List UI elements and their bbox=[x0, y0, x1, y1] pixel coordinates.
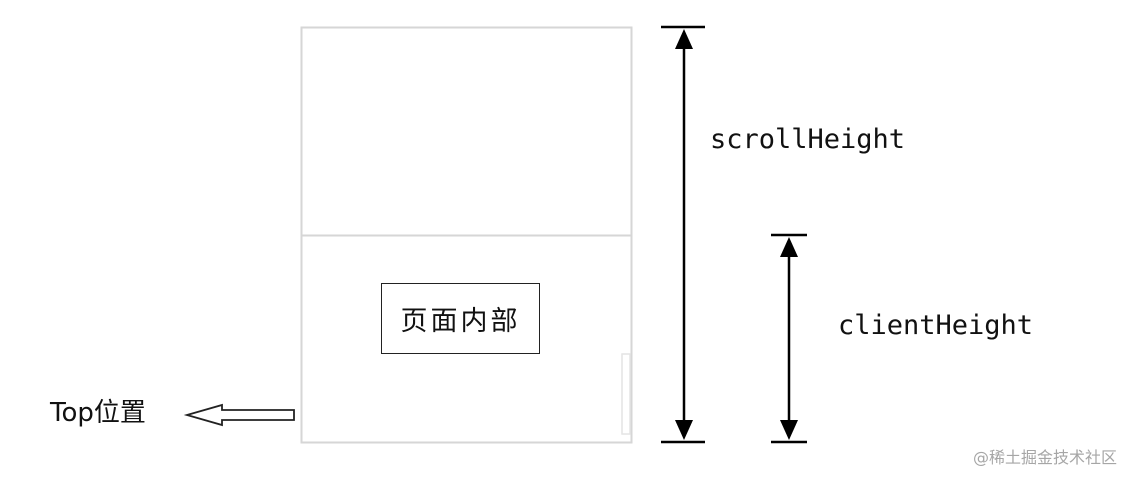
client-height-arrow bbox=[771, 233, 807, 444]
watermark: @稀土掘金技术社区 bbox=[972, 448, 1117, 467]
scroll-height-arrow bbox=[661, 25, 705, 444]
top-position-arrow bbox=[183, 403, 295, 427]
scroll-height-label: scrollHeight bbox=[710, 124, 906, 155]
top-position-label: Top位置 bbox=[50, 398, 146, 428]
scroll-height-down-arrowhead bbox=[675, 420, 693, 440]
client-height-label: clientHeight bbox=[838, 310, 1034, 341]
client-height-up-arrowhead bbox=[780, 237, 798, 257]
client-height-down-arrowhead bbox=[780, 420, 798, 440]
scroll-height-up-arrowhead bbox=[675, 29, 693, 49]
scrollbar-thumb bbox=[621, 353, 631, 435]
page-content-box: 页面内部 bbox=[381, 283, 540, 354]
